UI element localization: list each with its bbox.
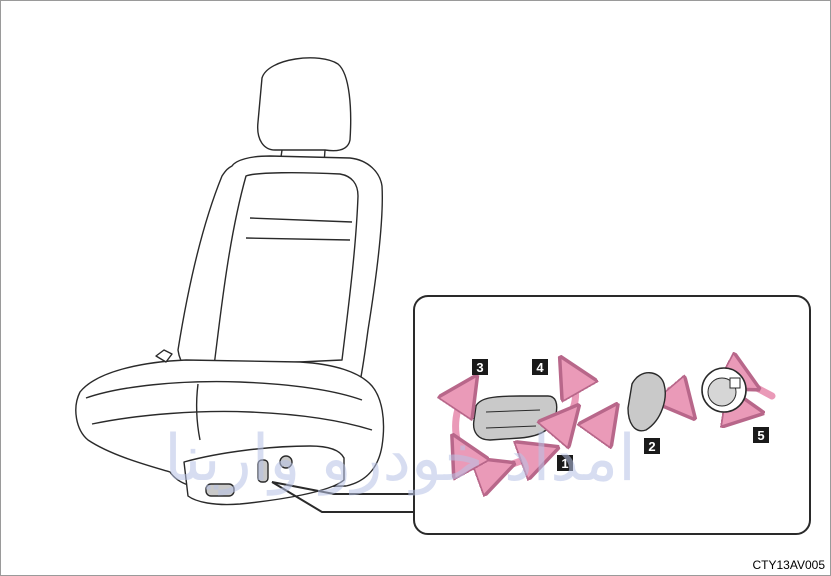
seat-back bbox=[178, 156, 382, 382]
headrest bbox=[258, 58, 351, 151]
callout-5-label: 5 bbox=[757, 428, 764, 443]
callout-4-label: 4 bbox=[536, 360, 544, 375]
callout-2: 2 bbox=[644, 438, 660, 454]
callout-4: 4 bbox=[532, 359, 548, 375]
callout-1-label: 1 bbox=[561, 456, 568, 471]
callout-2-label: 2 bbox=[648, 439, 655, 454]
callout-5: 5 bbox=[753, 427, 769, 443]
callout-1: 1 bbox=[557, 455, 573, 471]
seat-illustration bbox=[76, 58, 384, 505]
callout-3-label: 3 bbox=[476, 360, 483, 375]
seat-recline-switch bbox=[258, 460, 268, 482]
lumbar-knob bbox=[702, 368, 746, 412]
lumbar-switch bbox=[280, 456, 292, 468]
image-code: CTY13AV005 bbox=[753, 558, 826, 572]
seat-slide-switch bbox=[206, 484, 234, 496]
callout-3: 3 bbox=[472, 359, 488, 375]
